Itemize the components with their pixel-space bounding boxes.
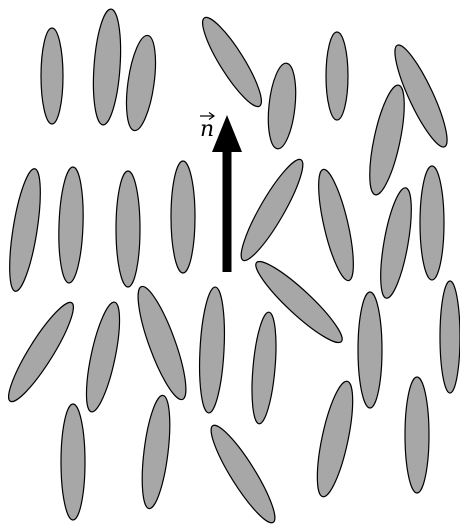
- molecule-2: [90, 8, 124, 126]
- molecule-28: [310, 379, 360, 500]
- director-arrow-head: [212, 115, 242, 152]
- molecule-17: [0, 296, 82, 407]
- director-vector: n: [200, 113, 242, 273]
- molecule-6: [326, 32, 348, 120]
- molecule-24: [440, 281, 460, 393]
- molecule-16: [420, 166, 444, 280]
- molecule-10: [57, 167, 85, 284]
- molecule-26: [137, 394, 175, 510]
- molecule-25: [61, 404, 85, 520]
- molecule-29: [405, 377, 429, 493]
- molecule-12: [171, 161, 195, 273]
- molecule-27: [203, 419, 284, 525]
- molecule-23: [358, 292, 382, 408]
- molecule-9: [3, 167, 46, 293]
- molecule-20: [197, 286, 228, 413]
- molecule-11: [116, 171, 140, 287]
- molecule-1: [41, 28, 63, 124]
- molecule-3: [121, 34, 160, 133]
- molecule-18: [80, 300, 127, 415]
- molecule-5: [265, 62, 300, 150]
- molecule-19: [129, 282, 194, 404]
- molecule-14: [311, 167, 360, 283]
- molecule-8: [363, 83, 412, 198]
- molecule-13: [233, 154, 312, 266]
- molecule-15: [374, 186, 417, 300]
- molecule-21: [248, 311, 280, 424]
- director-label: n: [200, 117, 214, 142]
- molecule-4: [194, 12, 269, 113]
